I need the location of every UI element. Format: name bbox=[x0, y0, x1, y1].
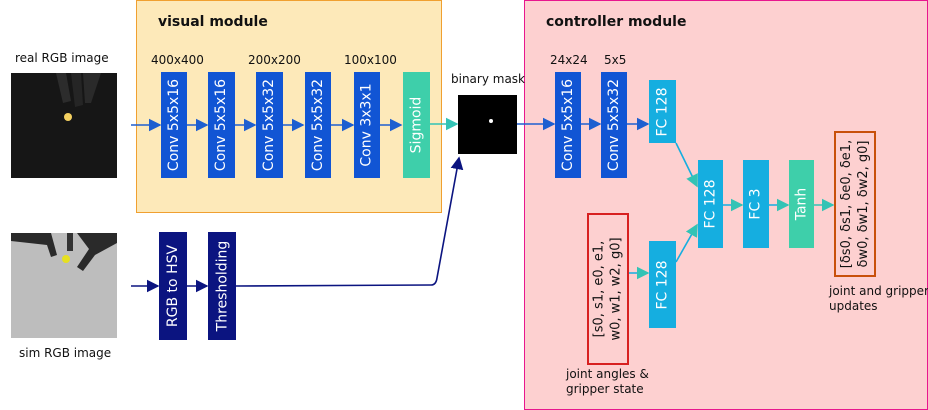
visual-module-panel bbox=[136, 0, 442, 213]
joint-state-vector: [s0, s1, e0, e1, w0, w1, w2, g0] bbox=[587, 213, 629, 365]
size-label: 24x24 bbox=[550, 53, 588, 67]
conv-layer: Conv 5x5x32 bbox=[601, 72, 627, 178]
conv-layer: Conv 5x5x32 bbox=[256, 72, 283, 178]
visual-module-title: visual module bbox=[158, 14, 268, 30]
vector-line: [δs0, δs1, δe0, δe1, bbox=[839, 139, 855, 269]
conv-layer: Conv 5x5x32 bbox=[305, 72, 331, 178]
binary-mask-image bbox=[458, 95, 517, 154]
update-vector: [δs0, δs1, δe0, δe1, δw0, δw1, δw2, g0] bbox=[834, 131, 876, 277]
fc-layer: FC 3 bbox=[743, 160, 769, 248]
conv-layer: Conv 5x5x16 bbox=[161, 72, 187, 178]
sigmoid-layer: Sigmoid bbox=[403, 72, 430, 178]
conv-layer: Conv 5x5x16 bbox=[555, 72, 581, 178]
fc-layer: FC 128 bbox=[649, 241, 676, 328]
binary-mask-label: binary mask bbox=[451, 72, 526, 86]
controller-module-title: controller module bbox=[546, 14, 687, 30]
size-label: 400x400 bbox=[151, 53, 204, 67]
vector-line: w0, w1, w2, g0] bbox=[609, 237, 625, 341]
fc-layer: FC 128 bbox=[698, 160, 723, 248]
size-label: 5x5 bbox=[604, 53, 627, 67]
output-caption: updates bbox=[829, 299, 878, 313]
vector-line: δw0, δw1, δw2, g0] bbox=[856, 140, 872, 268]
size-label: 200x200 bbox=[248, 53, 301, 67]
input-caption: joint angles & bbox=[566, 367, 649, 381]
real-rgb-image bbox=[11, 73, 117, 178]
conv-layer: Conv 3x3x1 bbox=[354, 72, 380, 178]
tanh-layer: Tanh bbox=[789, 160, 814, 248]
thresholding-block: Thresholding bbox=[208, 232, 236, 340]
output-caption: joint and gripper bbox=[829, 284, 928, 298]
vector-line: [s0, s1, e0, e1, bbox=[592, 240, 608, 338]
fc-layer: FC 128 bbox=[649, 80, 676, 143]
sim-image-label: sim RGB image bbox=[19, 346, 112, 360]
conv-layer: Conv 5x5x16 bbox=[208, 72, 235, 178]
input-caption: gripper state bbox=[566, 382, 644, 396]
real-image-label: real RGB image bbox=[15, 51, 109, 65]
sim-rgb-image bbox=[11, 233, 117, 338]
size-label: 100x100 bbox=[344, 53, 397, 67]
rgb-to-hsv-block: RGB to HSV bbox=[159, 232, 187, 340]
